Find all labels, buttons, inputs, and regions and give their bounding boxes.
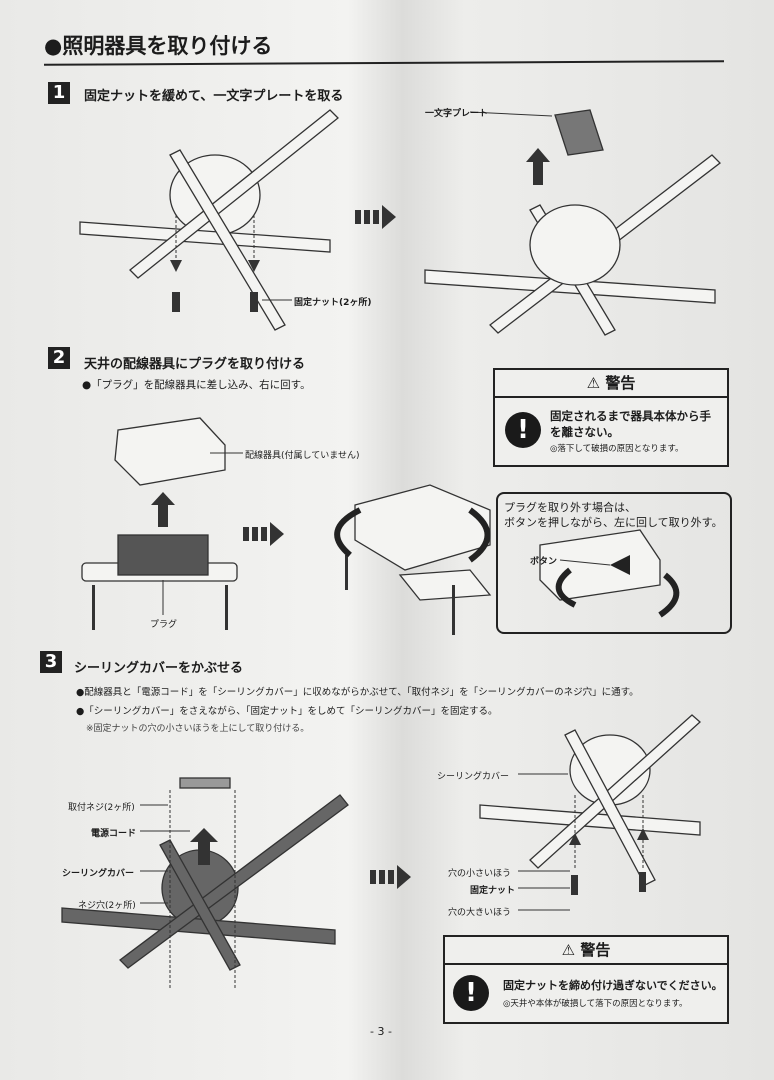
label-plate: 一文字プレート (425, 109, 489, 119)
label-wiring: 配線器具(付属していません) (245, 451, 360, 461)
label-cord: 電源コード (91, 829, 137, 839)
label-nut: 固定ナット(2ヶ所) (294, 298, 372, 308)
step-number-1: 1 (48, 82, 70, 104)
label-nut-2: 固定ナット (470, 886, 516, 896)
removal-line2: ボタンを押しながら、左に回して取り外す。 (504, 516, 723, 529)
removal-line1: プラグを取り外す場合は、 (504, 501, 636, 514)
step-number-3: 3 (40, 651, 62, 673)
step-3-note-3: ※固定ナットの穴の小さいほうを上にして取り付ける。 (86, 724, 310, 734)
warning-sub: ◎天井や本体が破損して落下の原因となります。 (503, 999, 688, 1009)
warning-main: 固定されるまで器具本体から手を離さない。 (550, 409, 711, 439)
step-2-heading: 天井の配線器具にプラグを取り付ける (84, 357, 306, 372)
plug-removal-box: プラグを取り外す場合は、 ボタンを押しながら、左に回して取り外す。 ボタン (496, 492, 732, 634)
label-plug: プラグ (150, 620, 178, 630)
warning-sub: ◎落下して破損の原因となります。 (550, 444, 684, 454)
page-number: - 3 - (370, 1025, 392, 1038)
step-3-note-2: ●「シーリングカバー」をさえながら、「固定ナット」をしめて「シーリングカバー」を… (76, 706, 498, 717)
step-3-heading: シーリングカバーをかぶせる (74, 661, 244, 676)
warning-box-2: ⚠ 警告 ! 固定ナットを締め付け過ぎないでください。 ◎天井や本体が破損して落… (443, 935, 729, 1024)
step-number-2: 2 (48, 347, 70, 369)
exclamation-icon: ! (453, 975, 489, 1011)
label-small-hole: 穴の小さいほう (448, 869, 512, 879)
page-title: ●照明器具を取り付ける (44, 34, 273, 58)
label-screw: 取付ネジ(2ヶ所) (68, 803, 135, 813)
step-1-heading: 固定ナットを緩めて、一文字プレートを取る (84, 89, 344, 104)
label-cover: シーリングカバー (62, 869, 135, 879)
label-hole: ネジ穴(2ヶ所) (78, 901, 136, 911)
label-cover-2: シーリングカバー (437, 772, 510, 782)
label-button: ボタン (530, 557, 558, 567)
step-2-note: ●「プラグ」を配線器具に差し込み、右に回す。 (82, 379, 311, 391)
warning-main: 固定ナットを締め付け過ぎないでください。 (503, 979, 723, 992)
warning-header: ⚠ 警告 (495, 370, 727, 398)
warning-box-1: ⚠ 警告 ! 固定されるまで器具本体から手を離さない。 ◎落下して破損の原因とな… (493, 368, 729, 467)
warning-header: ⚠ 警告 (445, 937, 727, 965)
label-large-hole: 穴の大きいほう (448, 908, 512, 918)
step-3-note-1: ●配線器具と「電源コード」を「シーリングカバー」に収めながらかぶせて、「取付ネジ… (76, 687, 639, 698)
exclamation-icon: ! (505, 412, 541, 448)
